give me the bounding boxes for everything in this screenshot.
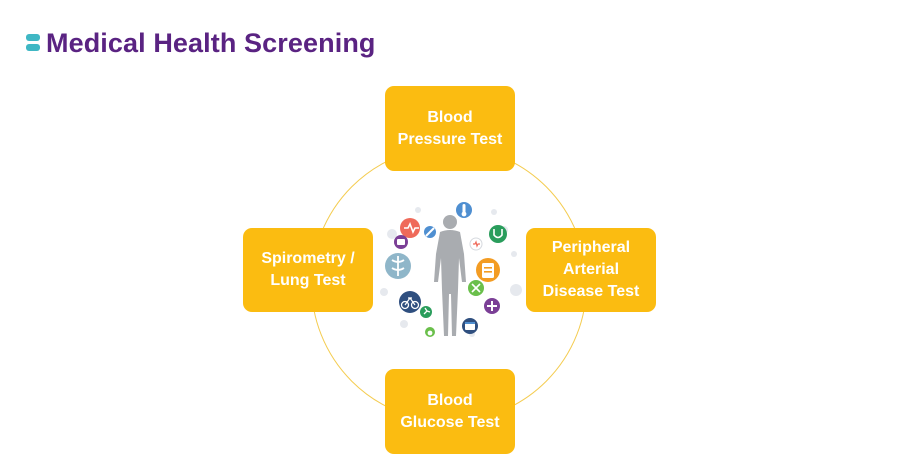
calendar-icon (462, 318, 478, 334)
heart-small-icon (469, 237, 483, 251)
node-label: Peripheral Arterial Disease Test (542, 239, 640, 300)
page-title: Medical Health Screening (46, 27, 376, 58)
stethoscope-icon (489, 225, 507, 243)
page-header: Medical Health Screening (26, 26, 376, 60)
node-spirometry-lung-test: Spirometry / Lung Test (243, 228, 373, 312)
node-blood-pressure-test: Blood Pressure Test (385, 86, 515, 171)
syringe-icon (424, 226, 436, 238)
human-body-icon (434, 215, 466, 336)
thermometer-icon (456, 202, 472, 218)
apple-icon (425, 327, 435, 337)
heart-pulse-icon (400, 218, 420, 238)
title-bullet-icon (26, 34, 40, 52)
node-peripheral-arterial-disease-test: Peripheral Arterial Disease Test (526, 228, 656, 312)
caduceus-icon (385, 253, 411, 279)
first-aid-icon (394, 235, 408, 249)
bicycle-icon (399, 291, 421, 313)
node-label: Blood Glucose Test (400, 391, 500, 431)
pill-icon (484, 298, 500, 314)
node-blood-glucose-test: Blood Glucose Test (385, 369, 515, 454)
human-health-icons-graphic (380, 202, 522, 337)
clipboard-icon (476, 258, 500, 282)
node-label: Blood Pressure Test (397, 108, 503, 148)
node-label: Spirometry / Lung Test (261, 250, 355, 289)
runner-icon (420, 306, 432, 318)
knife-fork-icon (468, 280, 484, 296)
